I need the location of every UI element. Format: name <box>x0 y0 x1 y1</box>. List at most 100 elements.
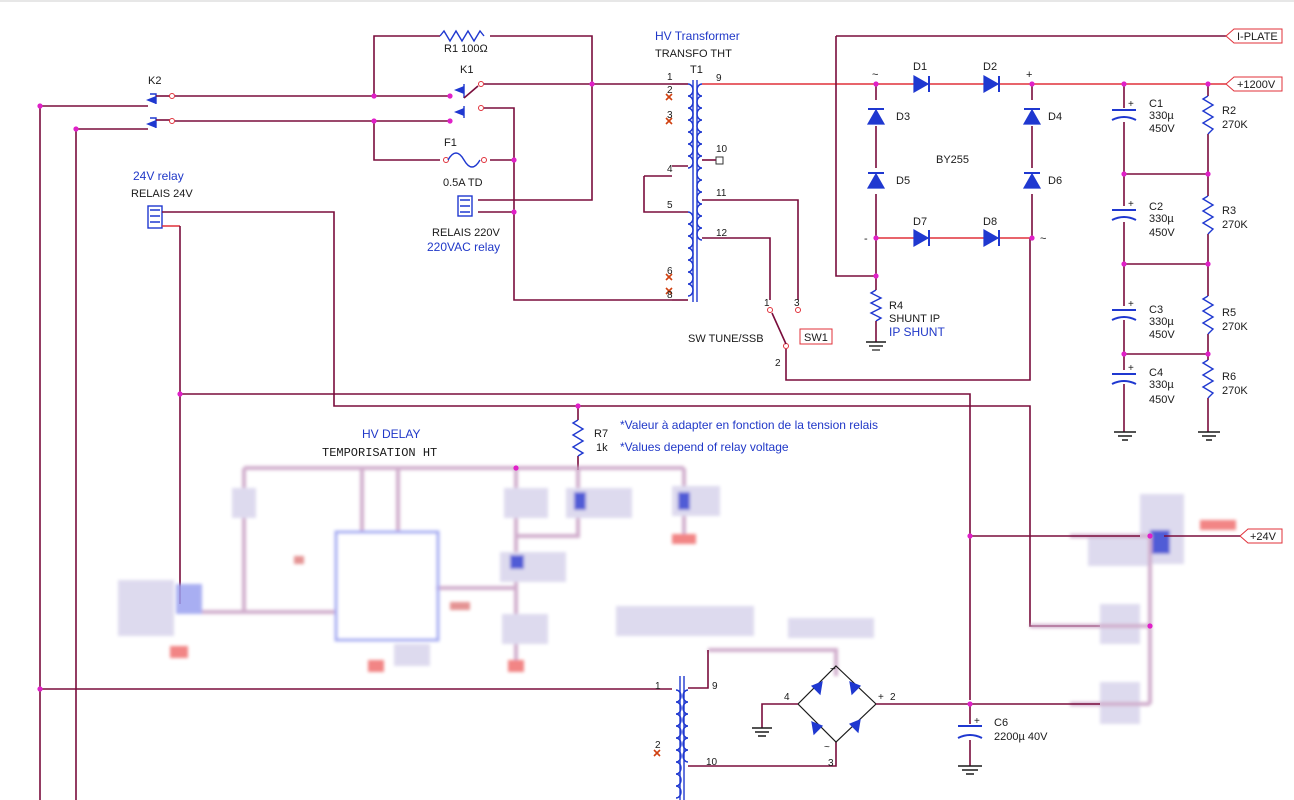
capacitor-c6: + C6 2200µ 40V <box>957 704 1048 775</box>
svg-text:10: 10 <box>706 757 718 768</box>
label-hv-transformer-fr: TRANSFO THT <box>655 48 732 60</box>
svg-text:+: + <box>1128 199 1134 210</box>
svg-text:I-PLATE: I-PLATE <box>1237 31 1278 43</box>
lv-bridge-rectifier: 4 2 + 3 ~ ~ <box>752 664 970 769</box>
svg-text:11: 11 <box>716 188 727 199</box>
svg-text:IP SHUNT: IP SHUNT <box>889 325 945 339</box>
svg-text:1: 1 <box>764 298 770 309</box>
svg-text:450V: 450V <box>1149 394 1175 406</box>
svg-text:12: 12 <box>716 228 728 239</box>
label-f1: F1 <box>444 137 457 149</box>
svg-text:+: + <box>1128 99 1134 110</box>
svg-text:D3: D3 <box>896 111 910 123</box>
svg-text:330µ: 330µ <box>1149 379 1174 391</box>
svg-text:R3: R3 <box>1222 205 1236 217</box>
hv-bridge-rectifier: D1 D2 D3 D4 D5 D6 D7 D8 BY255 ~ + ~ - <box>864 61 1226 276</box>
hv-delay-section: R7 1k *Valeur à adapter en fonction de l… <box>118 393 1240 724</box>
svg-text:330µ: 330µ <box>1149 110 1174 122</box>
label-relay24-fr: RELAIS 24V <box>131 188 193 200</box>
svg-text:D5: D5 <box>896 175 910 187</box>
svg-text:270K: 270K <box>1222 119 1248 131</box>
label-relay220-en: 220VAC relay <box>427 240 500 254</box>
svg-text:450V: 450V <box>1149 329 1175 341</box>
svg-text:R2: R2 <box>1222 105 1236 117</box>
svg-text:2200µ 40V: 2200µ 40V <box>994 731 1048 743</box>
svg-text:2: 2 <box>775 358 781 369</box>
svg-text:330µ: 330µ <box>1149 316 1174 328</box>
svg-text:1k: 1k <box>596 442 608 454</box>
svg-text:D7: D7 <box>913 216 927 228</box>
note-fr: *Valeur à adapter en fonction de la tens… <box>620 418 878 432</box>
svg-text:9: 9 <box>716 73 722 84</box>
svg-text:+: + <box>1128 299 1134 310</box>
svg-text:D1: D1 <box>913 61 927 73</box>
svg-text:C1: C1 <box>1149 98 1163 110</box>
fuse-f1: F1 0.5A TD <box>443 137 487 189</box>
hv-filter-bank: + + + + C1 330µ 450V C2 330µ 450V C3 330… <box>1111 84 1248 441</box>
svg-text:450V: 450V <box>1149 123 1175 135</box>
svg-text:C4: C4 <box>1149 367 1163 379</box>
label-sw1: SW1 <box>804 332 828 344</box>
svg-text:3: 3 <box>667 110 673 121</box>
svg-text:+: + <box>1026 69 1032 81</box>
svg-text:+: + <box>878 692 884 703</box>
svg-text:270K: 270K <box>1222 219 1248 231</box>
svg-text:2: 2 <box>667 85 673 96</box>
junction-dots <box>37 81 1211 707</box>
relay-k1: K1 <box>454 64 484 118</box>
svg-text:+1200V: +1200V <box>1237 79 1276 91</box>
svg-text:4: 4 <box>667 164 673 175</box>
svg-text:+: + <box>974 716 980 727</box>
svg-text:C6: C6 <box>994 717 1008 729</box>
label-k1: K1 <box>460 64 473 76</box>
label-sw-tune: SW TUNE/SSB <box>688 333 764 345</box>
svg-text:330µ: 330µ <box>1149 213 1174 225</box>
svg-text:6: 6 <box>667 266 673 277</box>
hv-transformer-t1: HV Transformer TRANSFO THT T1 1 2 3 4 5 … <box>643 29 799 302</box>
svg-text:3: 3 <box>828 758 834 769</box>
k2-k1-wires <box>175 35 672 301</box>
svg-text:+24V: +24V <box>1250 531 1277 543</box>
svg-text:R7: R7 <box>594 428 608 440</box>
tag-plus24: +24V <box>1239 528 1283 544</box>
svg-text:C3: C3 <box>1149 304 1163 316</box>
lv-transformer: 1 2 9 10 <box>653 650 837 800</box>
label-tempo: TEMPORISATION HT <box>322 446 437 460</box>
svg-text:1: 1 <box>667 72 673 83</box>
svg-text:+: + <box>1128 363 1134 374</box>
svg-text:10: 10 <box>716 144 728 155</box>
svg-text:2: 2 <box>655 740 661 751</box>
svg-text:BY255: BY255 <box>936 154 969 166</box>
svg-text:270K: 270K <box>1222 321 1248 333</box>
label-t1: T1 <box>690 64 703 76</box>
svg-text:D6: D6 <box>1048 175 1062 187</box>
svg-text:D2: D2 <box>983 61 997 73</box>
svg-text:D4: D4 <box>1048 111 1062 123</box>
label-k2: K2 <box>148 75 161 87</box>
relay-220v-coil: RELAIS 220V 220VAC relay <box>427 195 501 254</box>
label-relay220-fr: RELAIS 220V <box>432 227 501 239</box>
label-hv-transformer-en: HV Transformer <box>655 29 740 43</box>
switch-sw1: 1 3 2 SW TUNE/SSB SW1 <box>688 238 1031 381</box>
svg-text:~: ~ <box>1040 233 1046 245</box>
svg-text:C2: C2 <box>1149 201 1163 213</box>
svg-text:5: 5 <box>667 200 673 211</box>
svg-text:~: ~ <box>830 664 836 675</box>
svg-text:270K: 270K <box>1222 385 1248 397</box>
svg-text:R4: R4 <box>889 300 903 312</box>
svg-text:3: 3 <box>794 298 800 309</box>
svg-text:9: 9 <box>712 681 718 692</box>
label-hv-delay: HV DELAY <box>362 427 420 441</box>
svg-text:SHUNT IP: SHUNT IP <box>889 313 940 325</box>
label-r1: R1 100Ω <box>444 43 488 55</box>
svg-text:R5: R5 <box>1222 307 1236 319</box>
tag-iplate: I-PLATE <box>1225 28 1283 44</box>
svg-text:D8: D8 <box>983 216 997 228</box>
label-f1-rating: 0.5A TD <box>443 177 483 189</box>
svg-text:-: - <box>864 233 868 245</box>
resistor-r1: R1 100Ω <box>439 29 488 55</box>
note-en: *Values depend of relay voltage <box>620 440 789 454</box>
svg-text:R6: R6 <box>1222 371 1236 383</box>
svg-text:1: 1 <box>655 681 661 692</box>
